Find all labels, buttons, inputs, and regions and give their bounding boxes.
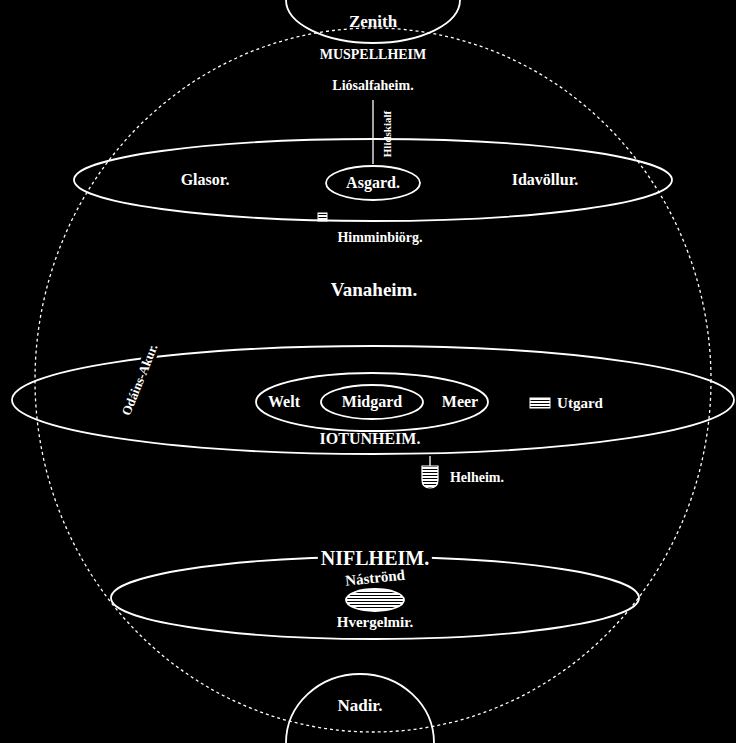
realm-label: Vanaheim.: [331, 280, 417, 301]
world-sphere: [35, 28, 711, 732]
node-label: Náströnd: [344, 567, 405, 590]
place-label: Himminbiörg.: [337, 230, 422, 245]
helheim-icon: [422, 466, 438, 488]
realm-label: Liósalfaheim.: [332, 78, 413, 93]
nadir-arc: Nadir.: [285, 673, 435, 743]
midgard-plane: Odáins-Akur.IOTUNHEIM.WeltMeerMidgard: [11, 345, 735, 455]
node-label: Hvergelmir.: [337, 614, 414, 631]
niflheim-plane: NIFLHEIM.Hvergelmir.Náströnd: [110, 556, 640, 640]
nastrond-pool: Náströnd: [345, 588, 405, 612]
node-label: Nadir.: [337, 697, 382, 716]
zenith-arc: ZenithMUSPELLHEIM: [285, 0, 461, 44]
place-label: Hlidskialf: [381, 111, 393, 157]
world-sea-ring: Welt Meer Midgard: [255, 372, 489, 432]
node-label: IOTUNHEIM.: [320, 430, 421, 448]
node-label: Meer: [442, 393, 478, 411]
helheim-stem: [429, 456, 430, 466]
utgard-icon: [530, 398, 550, 408]
place-label: Utgard: [557, 395, 603, 412]
node-label: Asgard.: [346, 174, 400, 192]
hlidskialf-pole: [372, 100, 373, 164]
midgard-ring: Midgard: [320, 384, 424, 420]
node-label: MUSPELLHEIM: [320, 47, 427, 62]
nastrond-pool-outline: [345, 588, 405, 612]
node-label: Odáins-Akur.: [118, 339, 162, 420]
place-label: Helheim.: [450, 470, 504, 485]
asgard-ring: Asgard.: [325, 165, 421, 201]
node-label: NIFLHEIM.: [318, 547, 432, 569]
asgard-plane: Glasor. Idavöllur. Asgard.: [73, 138, 673, 222]
node-label: Zenith: [349, 13, 397, 32]
node-label: Midgard: [342, 393, 402, 411]
node-label: Glasor.: [181, 171, 230, 189]
node-label: Idavöllur.: [512, 171, 579, 189]
node-label: Welt: [268, 393, 300, 411]
